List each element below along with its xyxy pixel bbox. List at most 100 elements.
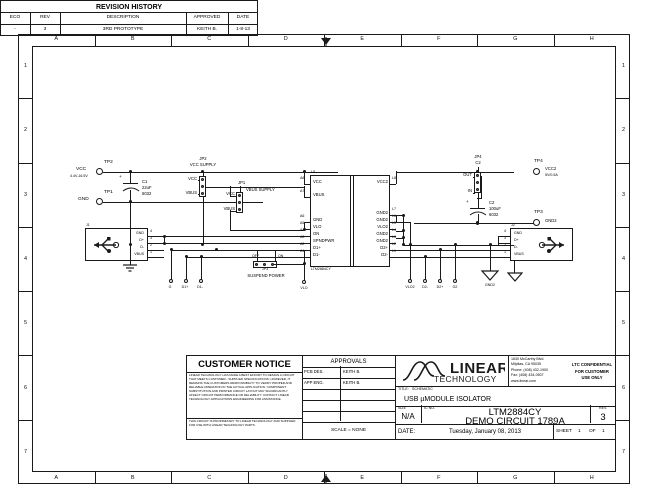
u1-pin-gnd2-a: GND2 [376, 210, 388, 215]
zone-divider [616, 162, 630, 164]
zone-divider [400, 34, 402, 46]
rev-row-rev: 3 [43, 26, 47, 32]
probe-g[interactable] [169, 279, 173, 283]
ic-no-label: IC NO. [424, 406, 435, 410]
c2-package: 6032 [489, 212, 499, 217]
rev-col-date: DATE [236, 14, 250, 20]
probe-vlo-label: VLO [300, 286, 308, 290]
rev-col-approved: APPROVED [193, 14, 221, 20]
demo-circuit: DEMO CIRCUIT 1789A [465, 416, 565, 427]
c1-ref: C1 [142, 179, 148, 184]
revision-history-table: REVISION HISTORY ECO REV DESCRIPTION APP… [0, 0, 258, 36]
tp2-ref: TP2 [104, 160, 113, 165]
zone-number-7: 7 [621, 448, 626, 455]
c1-polarity: + [119, 175, 122, 180]
u1-pin-spndpwr: SPNDPWR [313, 238, 335, 243]
address-line-2: Milpitas, CA 95035 [511, 362, 541, 367]
size-label: SIZE [398, 406, 406, 410]
j1-pin1-name: VBUS [134, 252, 144, 256]
zone-letter-d: D [283, 36, 288, 42]
u1-pinnum-l5: L5 [392, 221, 396, 225]
connector-j1[interactable] [85, 228, 148, 261]
testpoint-tp4[interactable] [533, 168, 540, 175]
j2-pin3-num: 3 [504, 236, 506, 240]
customer-notice-footer: THIS CIRCUIT IS PROPRIETARY TO LINEAR TE… [189, 419, 296, 428]
j1-pin4-num: 4 [150, 229, 152, 233]
confidential-line-2: FOR CUSTOMER [575, 368, 609, 374]
sheet-total: 1 [602, 429, 605, 434]
svg-text:TECHNOLOGY: TECHNOLOGY [434, 374, 497, 384]
probe-d1p-label: D1+ [181, 285, 189, 289]
u1-pinnum-a8: A8 [300, 176, 305, 180]
zone-number-1: 1 [621, 63, 626, 70]
j1-pin1-num: 1 [150, 250, 152, 254]
zone-letter-f: F [437, 475, 441, 481]
probe-vlo2[interactable] [408, 279, 412, 283]
capacitor-c1-curve-icon [122, 187, 140, 192]
svg-text:LINEAR: LINEAR [450, 360, 505, 377]
zone-divider [553, 34, 555, 46]
approvals-scale: SCALE = NONE [330, 428, 367, 433]
confidential-notice: LTC CONFIDENTIAL FOR CUSTOMER USE ONLY [569, 362, 615, 382]
probe-d2p[interactable] [438, 279, 442, 283]
rev-row-date: 1-8-13 [236, 26, 250, 32]
jp4-ref: JP4 [474, 154, 482, 159]
tp4-ref: TP4 [534, 159, 543, 164]
probe-g2[interactable] [453, 279, 457, 283]
zone-number-7: 7 [23, 448, 28, 455]
zone-letter-c: C [207, 36, 212, 42]
connector-j2[interactable] [510, 228, 573, 261]
probe-d2n[interactable] [423, 279, 427, 283]
zone-letter-b: B [130, 36, 135, 42]
probe-d2p-label: D2+ [436, 285, 444, 289]
tp1-ref: TP1 [104, 190, 113, 195]
c2-ref: C2 [489, 200, 495, 205]
jp2-pin-vbus: VBUS [185, 190, 197, 195]
zone-divider [616, 291, 630, 293]
u1-pinnum-l6: L6 [392, 214, 396, 218]
j1-pin2-num: 2 [150, 243, 152, 247]
zone-number-5: 5 [621, 320, 626, 327]
zone-divider [171, 34, 172, 46]
u1-pinnum-a5: A5 [300, 221, 305, 225]
zone-letter-e: E [360, 36, 365, 42]
probe-d1p[interactable] [184, 279, 188, 283]
u1-pin-d2p: D2+ [380, 245, 388, 250]
revision-history-title: REVISION HISTORY [95, 4, 163, 11]
confidential-line-3: USE ONLY [581, 375, 603, 381]
usb-symbol-j2-icon [538, 237, 564, 253]
tp3-net: GND2 [545, 218, 557, 223]
rev-row-eco: - [14, 26, 16, 32]
title-kind: SCHEMATIC [412, 387, 433, 391]
zone-divider [18, 355, 32, 357]
rev-value: 3 [600, 412, 606, 423]
u1-pin-d1n: D1- [313, 252, 320, 257]
probe-g-label: G [168, 285, 172, 289]
probe-vlo[interactable] [302, 280, 306, 284]
jp4-name: C2 [475, 160, 481, 165]
zone-letter-f: F [437, 36, 441, 42]
linear-technology-logo-icon: LINEAR TECHNOLOGY [402, 360, 505, 384]
customer-notice-body: LINEAR TECHNOLOGY HAS MADE A BEST EFFORT… [189, 373, 295, 402]
zone-number-4: 4 [23, 256, 28, 262]
gnd2-label: GND2 [485, 283, 495, 287]
testpoint-tp3[interactable] [533, 219, 540, 226]
rev-col-description: DESCRIPTION [106, 14, 140, 20]
jp4-pin-in: IN [467, 188, 472, 193]
ground-symbol-j1-icon [123, 264, 137, 272]
rev-label: REV. [598, 406, 608, 410]
u1-pin-gnd2-c: GND2 [376, 231, 388, 236]
probe-d1n[interactable] [199, 279, 203, 283]
zone-divider [616, 226, 630, 228]
u1-pinnum-l7: L7 [392, 207, 396, 211]
zone-letter-h: H [589, 475, 594, 481]
jp3-off-label: OFF [252, 254, 259, 259]
testpoint-tp1[interactable] [96, 198, 103, 205]
zone-number-4: 4 [621, 256, 626, 262]
u1-pin-vcc2: VCC2 [376, 179, 388, 184]
sheet-label: SHEET [556, 429, 572, 434]
u1-pinnum-l1: L1 [392, 249, 396, 253]
u1-pinnum-a6: A6 [300, 214, 305, 218]
zone-divider [94, 34, 96, 46]
testpoint-tp2[interactable] [96, 168, 103, 175]
